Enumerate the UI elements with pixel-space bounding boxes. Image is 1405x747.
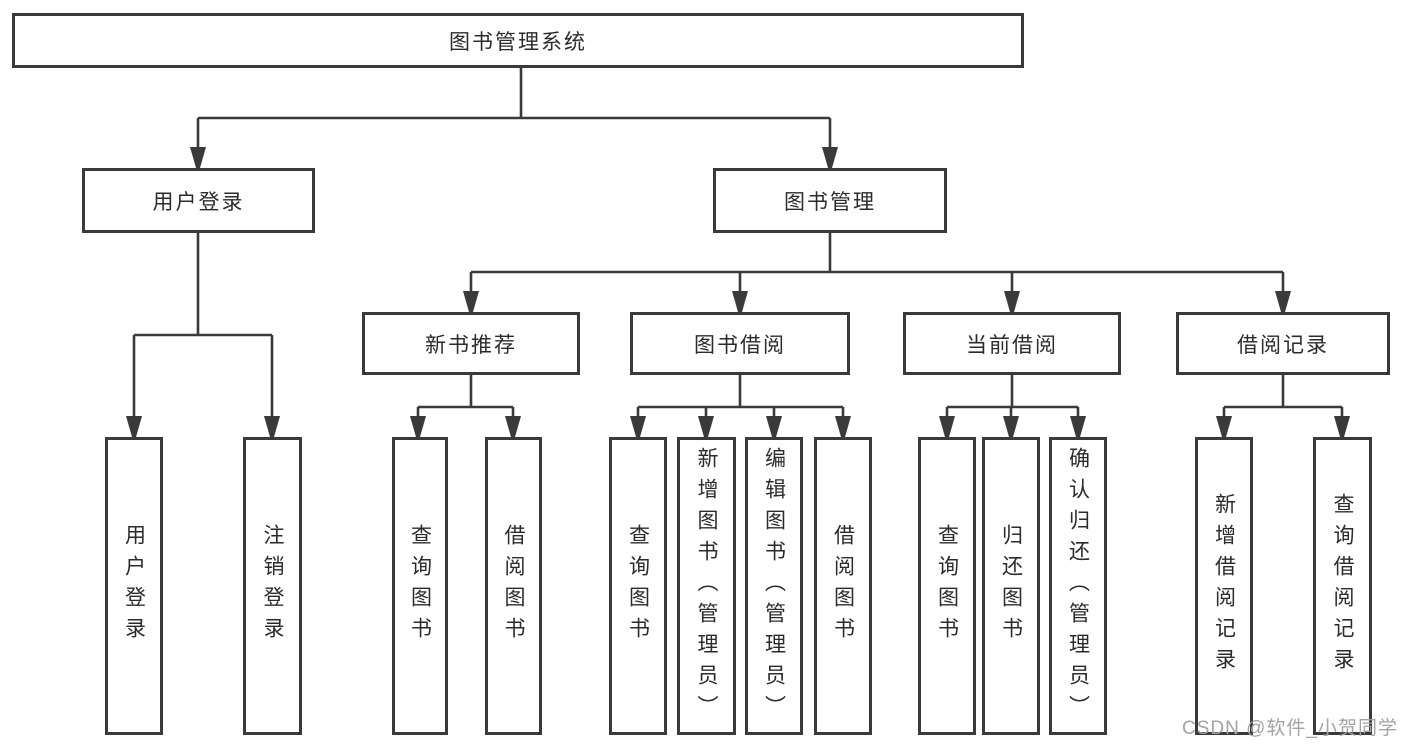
- leaf-query-borrow-record: 查询借阅记录: [1313, 437, 1372, 735]
- node-current-borrowing: 当前借阅: [903, 312, 1121, 375]
- leaf-edit-book-admin: 编辑图书（管理员）: [745, 437, 803, 735]
- leaf-query-book-recommend: 查询图书: [392, 437, 448, 735]
- leaf-add-borrow-record: 新增借阅记录: [1195, 437, 1253, 735]
- leaf-add-book-admin: 新增图书（管理员）: [677, 437, 736, 735]
- leaf-borrow-book: 借阅图书: [814, 437, 872, 735]
- leaf-query-book-borrowing: 查询图书: [609, 437, 667, 735]
- leaf-user-login: 用户登录: [105, 437, 163, 735]
- leaf-confirm-return-admin: 确认归还（管理员）: [1049, 437, 1107, 735]
- node-library-management-system: 图书管理系统: [12, 13, 1024, 68]
- leaf-return-book: 归还图书: [982, 437, 1040, 735]
- node-user-login-branch: 用户登录: [82, 168, 315, 233]
- leaf-borrow-book-recommend: 借阅图书: [485, 437, 542, 735]
- node-borrowing-records: 借阅记录: [1176, 312, 1390, 375]
- leaf-logout: 注销登录: [243, 437, 302, 735]
- watermark: CSDN @软件_小贺同学: [1182, 718, 1398, 739]
- node-book-borrowing: 图书借阅: [630, 312, 850, 375]
- node-new-book-recommend: 新书推荐: [362, 312, 580, 375]
- node-book-management: 图书管理: [713, 168, 947, 233]
- leaf-query-book-current: 查询图书: [918, 437, 976, 735]
